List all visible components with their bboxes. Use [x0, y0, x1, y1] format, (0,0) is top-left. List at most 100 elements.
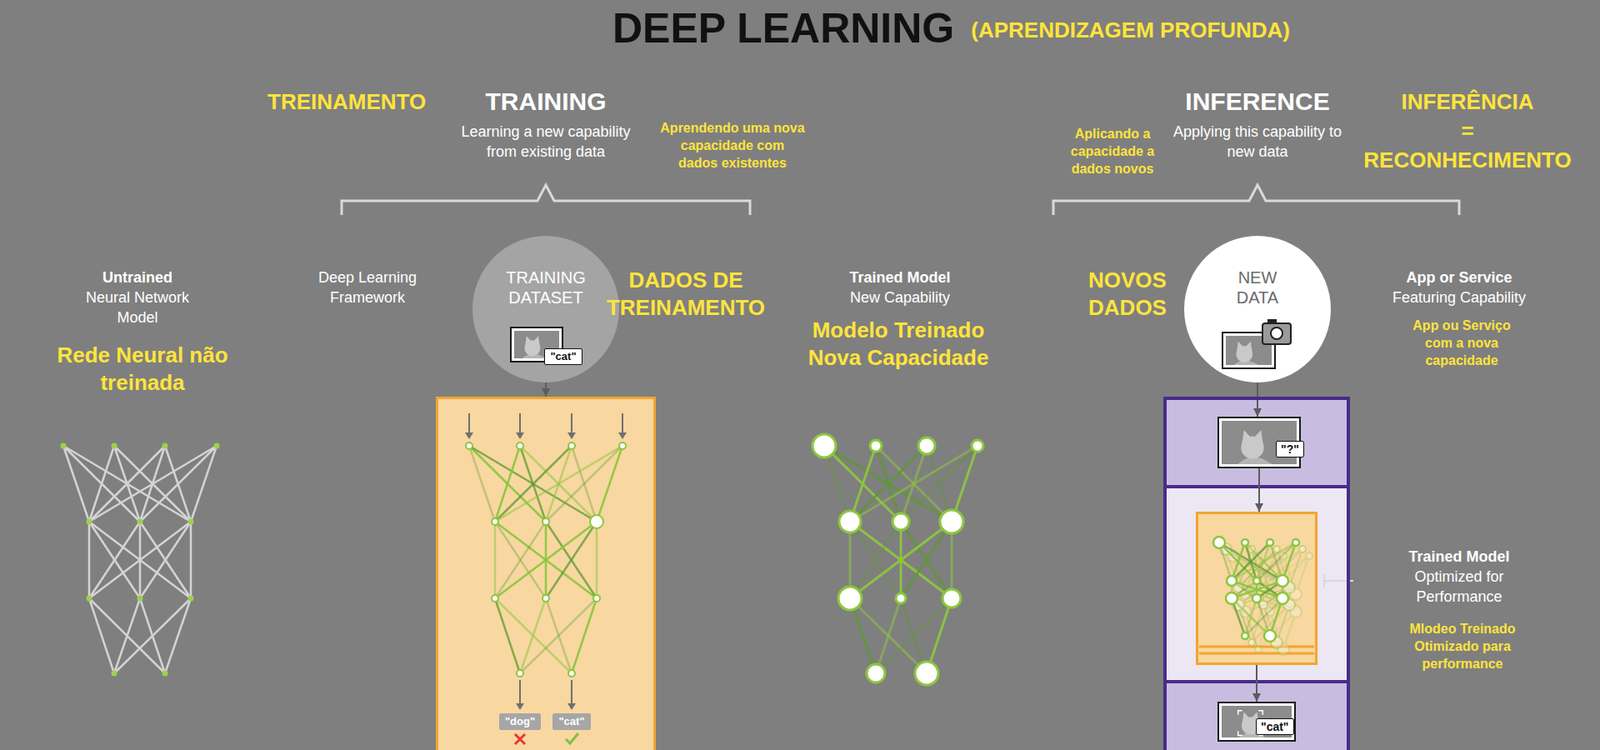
network-neuron [838, 586, 862, 610]
small-arrow-head [567, 703, 576, 710]
dataset-circle: TRAINING DATASETDADOS DE TREINAMENTO"cat… [472, 235, 620, 383]
stage-translation: Modelo Treinado Nova Capacidade [789, 316, 1008, 372]
new-data-title: NEW DATA [1220, 267, 1295, 308]
dataset-art [472, 235, 620, 383]
network-link [850, 521, 901, 599]
network-link [571, 598, 597, 674]
network-neuron [1248, 639, 1255, 646]
network-link [850, 445, 978, 522]
network-link [850, 521, 952, 599]
network-neuron [870, 440, 882, 452]
network-neuron [137, 519, 144, 525]
network-neuron [918, 437, 935, 455]
untrained-network [60, 443, 220, 677]
network-link [1245, 598, 1283, 636]
stage-translation: Rede Neural não treinada [55, 341, 230, 397]
network-neuron [60, 443, 67, 450]
framework-box-art [435, 396, 656, 750]
network-neuron [1252, 594, 1261, 603]
trained-network [812, 434, 984, 685]
small-arrow [621, 413, 624, 435]
translation-label-holder: Mlodeo Treinado Otimizado para performan… [1395, 620, 1530, 673]
network-neuron [619, 442, 626, 450]
small-arrow [468, 413, 470, 435]
stage-translation-holder: Modelo Treinado Nova Capacidade [789, 316, 1008, 372]
translation-label: DADOS DE TREINAMENTO [590, 266, 782, 322]
small-arrow [519, 413, 521, 435]
network-neuron [593, 595, 600, 602]
column-band [1163, 486, 1350, 682]
circle-outline [472, 235, 620, 383]
optimized-network [1199, 536, 1315, 655]
section-translation: TREINAMENTO [267, 88, 426, 116]
network-link [89, 445, 217, 522]
label-tag: "cat" [544, 348, 582, 365]
network-neuron [188, 595, 195, 602]
network-link [850, 521, 901, 599]
network-neuron [111, 670, 118, 677]
input-image: "?" [1217, 416, 1301, 469]
network-neuron [1225, 592, 1238, 605]
section-description-holder: Learning a new capability from existing … [445, 121, 646, 162]
optimized-model-box: Trained Model Optimized for PerformanceM… [1195, 511, 1318, 665]
dataset-title-holder: TRAINING DATASET [483, 267, 609, 308]
network-neuron [590, 515, 604, 529]
network-link [495, 598, 572, 674]
network-neuron [1266, 539, 1274, 546]
cat-head [524, 340, 540, 356]
network-link [190, 445, 217, 522]
camera-lens [1270, 327, 1283, 340]
output-tag: "dog" [499, 713, 541, 730]
illustration-group [60, 396, 1355, 750]
small-arrow [519, 680, 521, 705]
network-neuron [111, 443, 118, 450]
network-neuron [892, 513, 910, 530]
model-label-holder: Trained Model Optimized for Performance [1384, 546, 1535, 607]
network-link [900, 521, 952, 599]
translation-label: App ou Serviço com a nova capacidade [1399, 316, 1525, 370]
section-heading: INFERENCE [1149, 86, 1366, 117]
ghost-network [1220, 543, 1306, 649]
network-neuron [940, 510, 964, 534]
new-data-circle-art [1184, 235, 1331, 383]
network-neuron [971, 440, 984, 452]
training-bracket [341, 185, 750, 215]
dataset-title: TRAINING DATASET [483, 267, 609, 308]
translation-label-holder: DADOS DE TREINAMENTO [590, 266, 782, 322]
small-arrow-head [515, 703, 525, 710]
small-arrow-head [567, 432, 576, 440]
network-link [89, 521, 191, 599]
network-link [494, 521, 497, 599]
network-neuron [137, 595, 144, 602]
network-neuron [1264, 630, 1276, 642]
network-neuron [942, 589, 961, 608]
diagram-title-holder: DEEP LEARNING [612, 5, 955, 52]
network-neuron [1241, 539, 1249, 546]
label-tag: "?" [1275, 440, 1305, 458]
description-translation-holder: Aprendendo uma nova capacidade com dados… [659, 119, 806, 172]
network-neuron [86, 595, 93, 602]
network-link [89, 521, 140, 599]
network-neuron [188, 519, 195, 525]
label-tag: "cat" [1255, 718, 1295, 735]
description-translation-holder: Aplicando a capacidade a dados novos [1063, 125, 1162, 178]
section-translation-holder: TREINAMENTO [267, 88, 426, 116]
network-neuron [1253, 577, 1260, 585]
network-neuron [568, 670, 575, 677]
network-link [165, 598, 191, 674]
training-network [465, 413, 627, 745]
framework-label: Deep Learning Framework [305, 267, 430, 308]
network-link [545, 521, 597, 599]
output-picture [1218, 702, 1295, 741]
stage-label: Trained Model New Capability [837, 267, 963, 308]
section-heading-holder: INFERENCE [1149, 86, 1366, 117]
network-neuron [86, 519, 93, 525]
network-link [63, 445, 191, 522]
section-description-holder: Applying this capability to new data [1157, 121, 1358, 162]
network-link [545, 521, 597, 599]
network-neuron [162, 443, 169, 450]
network-neuron [1241, 632, 1249, 640]
stacked-frames [1199, 646, 1315, 654]
